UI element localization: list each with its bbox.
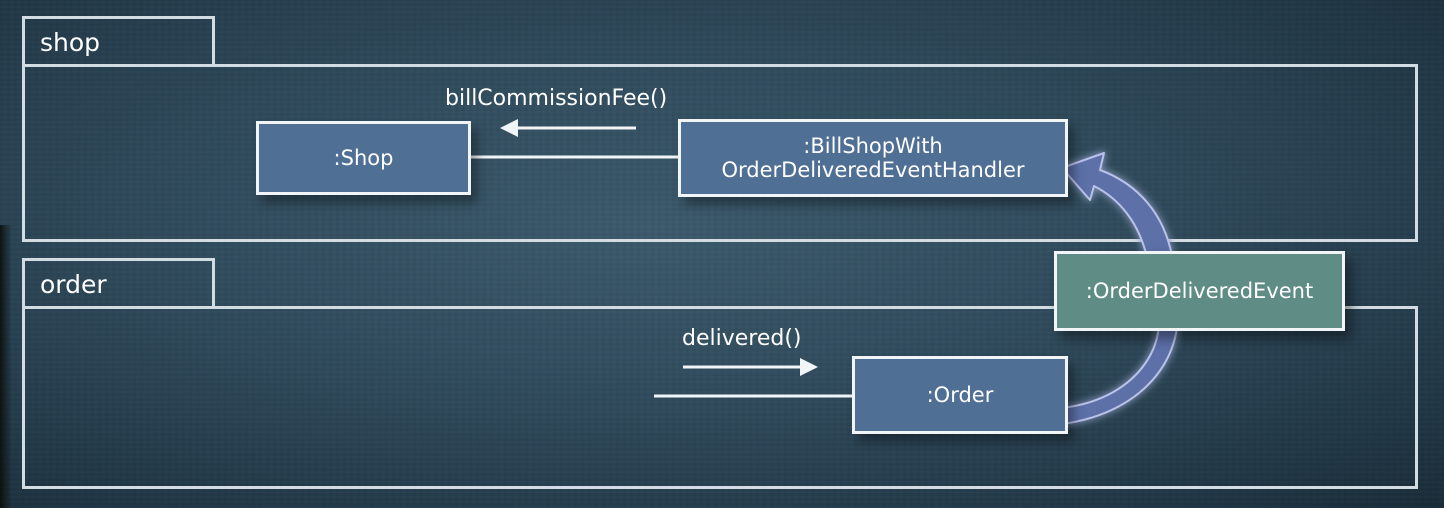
message-arrow-delivered: [683, 358, 818, 376]
event-label: :OrderDeliveredEvent: [1085, 279, 1314, 303]
package-label-order: order: [40, 270, 107, 299]
package-tab-shop: shop: [22, 16, 215, 66]
object-bill-shop-handler: :BillShopWith OrderDeliveredEventHandler: [678, 119, 1068, 197]
message-arrow-bill-commission-fee: [500, 119, 636, 137]
package-label-shop: shop: [40, 28, 101, 57]
object-handler-label-line2: OrderDeliveredEventHandler: [721, 158, 1025, 182]
left-edge-shadow: [0, 225, 12, 508]
message-label-delivered: delivered(): [682, 326, 802, 351]
object-order-delivered-event: :OrderDeliveredEvent: [1054, 251, 1345, 331]
object-handler-label-line1: :BillShopWith: [803, 133, 943, 158]
message-label-bill-commission-fee: billCommissionFee(): [445, 86, 668, 111]
package-body-shop: [22, 64, 1418, 242]
object-order: :Order: [852, 356, 1068, 434]
object-order-label: :Order: [926, 382, 994, 407]
package-tab-order: order: [22, 258, 215, 308]
object-shop: :Shop: [256, 121, 471, 195]
package-body-order: [22, 306, 1418, 489]
event-flow-arrow: [1061, 152, 1179, 425]
object-shop-label: :Shop: [333, 145, 394, 170]
